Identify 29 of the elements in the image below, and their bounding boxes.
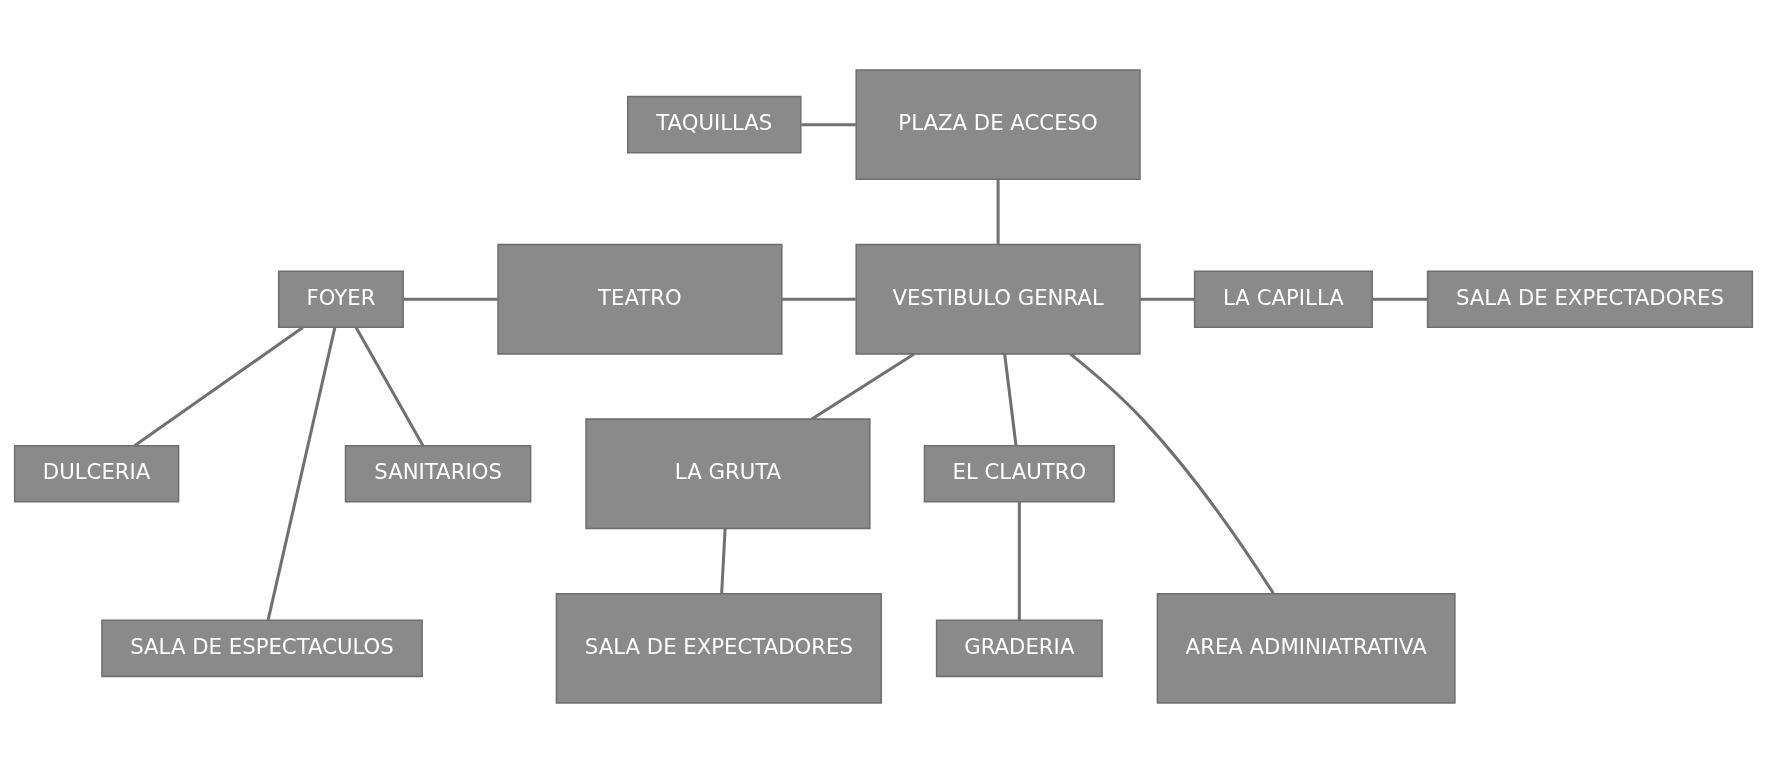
- connector: [1017, 501, 1021, 620]
- connector: [266, 326, 337, 620]
- connector: [403, 297, 498, 301]
- node-box: SANITARIOS: [344, 444, 532, 503]
- connector: [996, 179, 1000, 244]
- node-box: TEATRO: [497, 243, 783, 355]
- node-box: DULCERIA: [13, 444, 180, 503]
- connector: [1003, 353, 1018, 446]
- node-box: EL CLAUTRO: [923, 444, 1115, 503]
- connector: [781, 297, 856, 301]
- connector: [1140, 297, 1195, 301]
- connector: [801, 122, 856, 126]
- connector: [1372, 297, 1428, 301]
- node-box: AREA ADMINIATRATIVA: [1156, 592, 1456, 704]
- node-box: SALA DE EXPECTADORES: [1426, 269, 1754, 328]
- node-box: LA CAPILLA: [1193, 269, 1373, 328]
- node-box: SALA DE ESPECTACULOS: [101, 618, 423, 677]
- node-box: GRADERIA: [935, 618, 1103, 677]
- node-box: LA GRUTA: [585, 417, 871, 529]
- node-box: TAQUILLAS: [627, 95, 802, 154]
- connector: [354, 326, 425, 446]
- connector: [1069, 352, 1275, 594]
- connector: [133, 325, 304, 447]
- node-box: FOYER: [277, 269, 404, 328]
- node-box: VESTIBULO GENRAL: [855, 243, 1141, 355]
- connector: [720, 528, 727, 594]
- node-box: PLAZA DE ACCESO: [855, 68, 1141, 180]
- node-box: SALA DE EXPECTADORES: [555, 592, 882, 704]
- connector: [811, 352, 915, 420]
